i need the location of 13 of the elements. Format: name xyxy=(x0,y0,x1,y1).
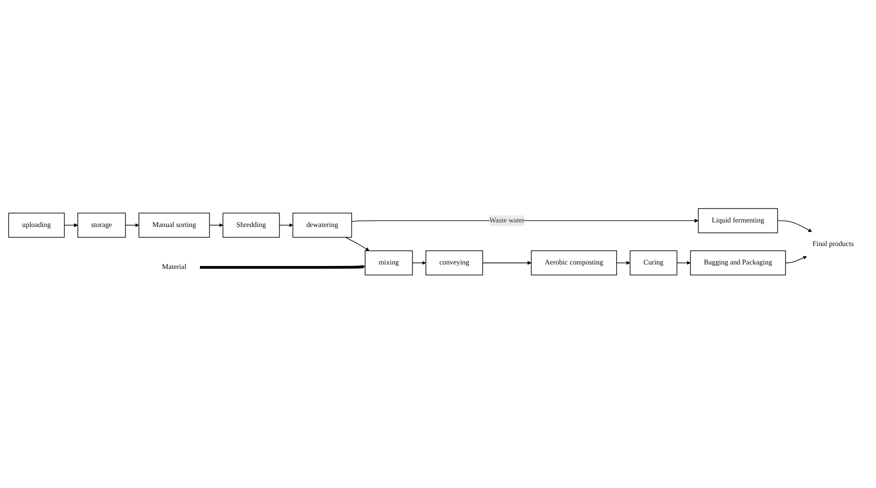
arrow xyxy=(777,220,812,232)
arrow xyxy=(279,223,294,228)
arrow xyxy=(482,260,532,265)
arrow xyxy=(64,223,78,228)
arrow xyxy=(412,260,426,265)
arrow xyxy=(676,260,691,265)
arrow xyxy=(351,218,699,223)
arrow xyxy=(785,256,808,264)
arrow xyxy=(125,223,140,228)
arrow xyxy=(616,260,630,265)
arrow xyxy=(200,264,366,269)
arrow xyxy=(209,223,224,228)
arrow xyxy=(345,236,370,251)
